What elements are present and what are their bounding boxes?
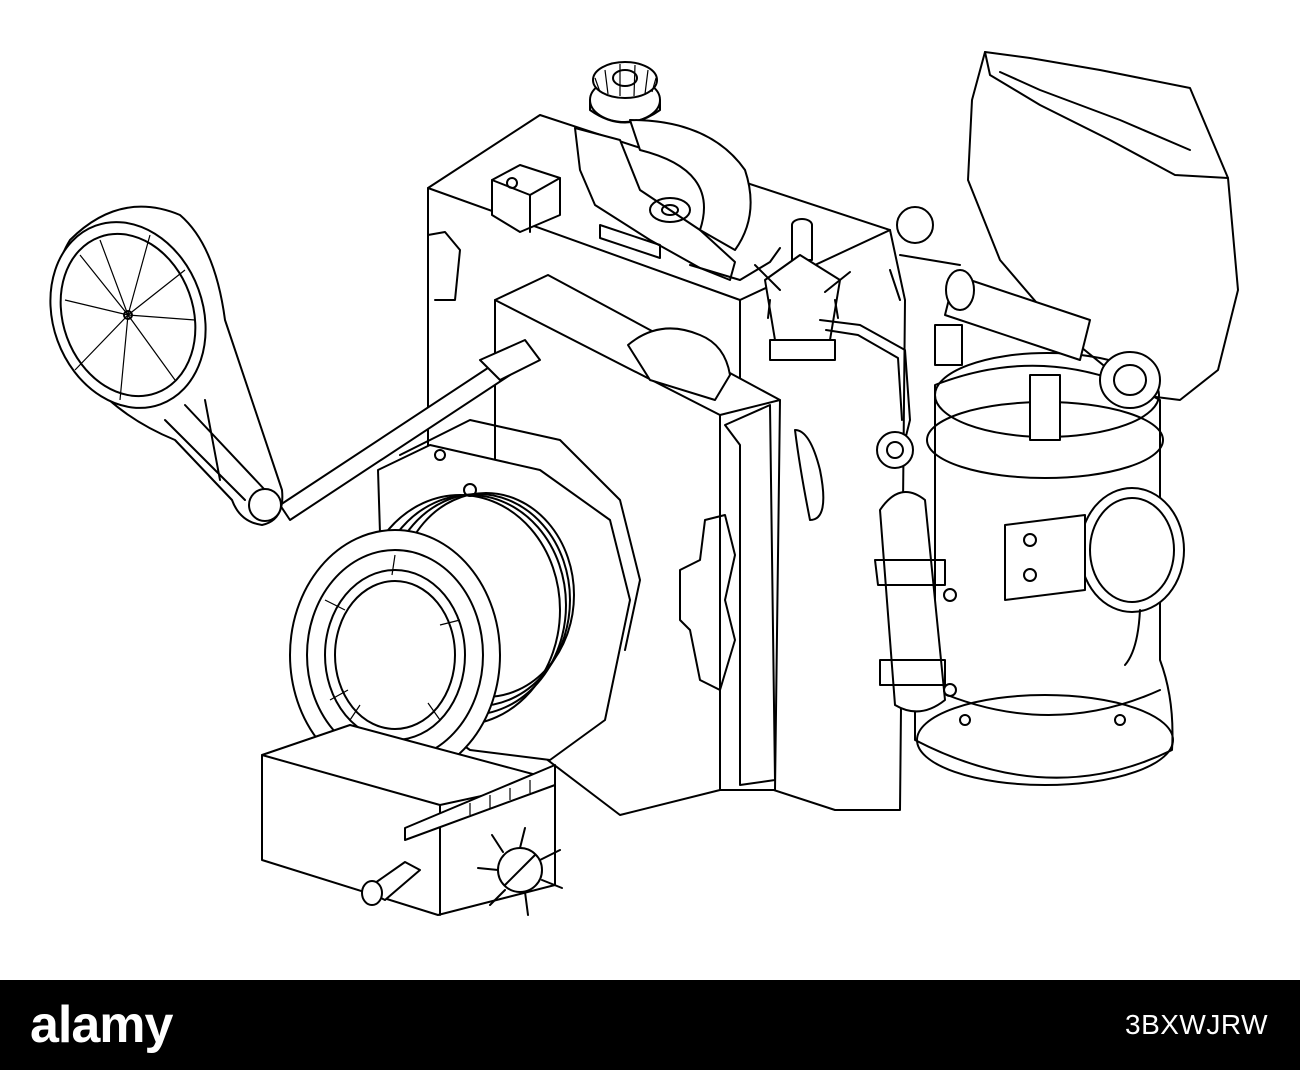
top-gear-knob [589,61,661,124]
top-tube [889,206,1161,441]
top-lever-assembly [491,119,781,281]
reflector-dish [967,51,1239,401]
camera-line-drawing [49,51,1239,916]
lens-barrel [289,419,641,781]
crank-dial-assembly [49,205,541,526]
front-control-box [261,724,563,916]
watermark-footer-bar: alamy 3BXWJRW [0,980,1300,1070]
top-valve [754,218,851,361]
brand-logo: alamy [30,996,173,1054]
image-id-label: 3BXWJRW [1125,1009,1268,1040]
side-pipe-cylinder [819,319,957,713]
